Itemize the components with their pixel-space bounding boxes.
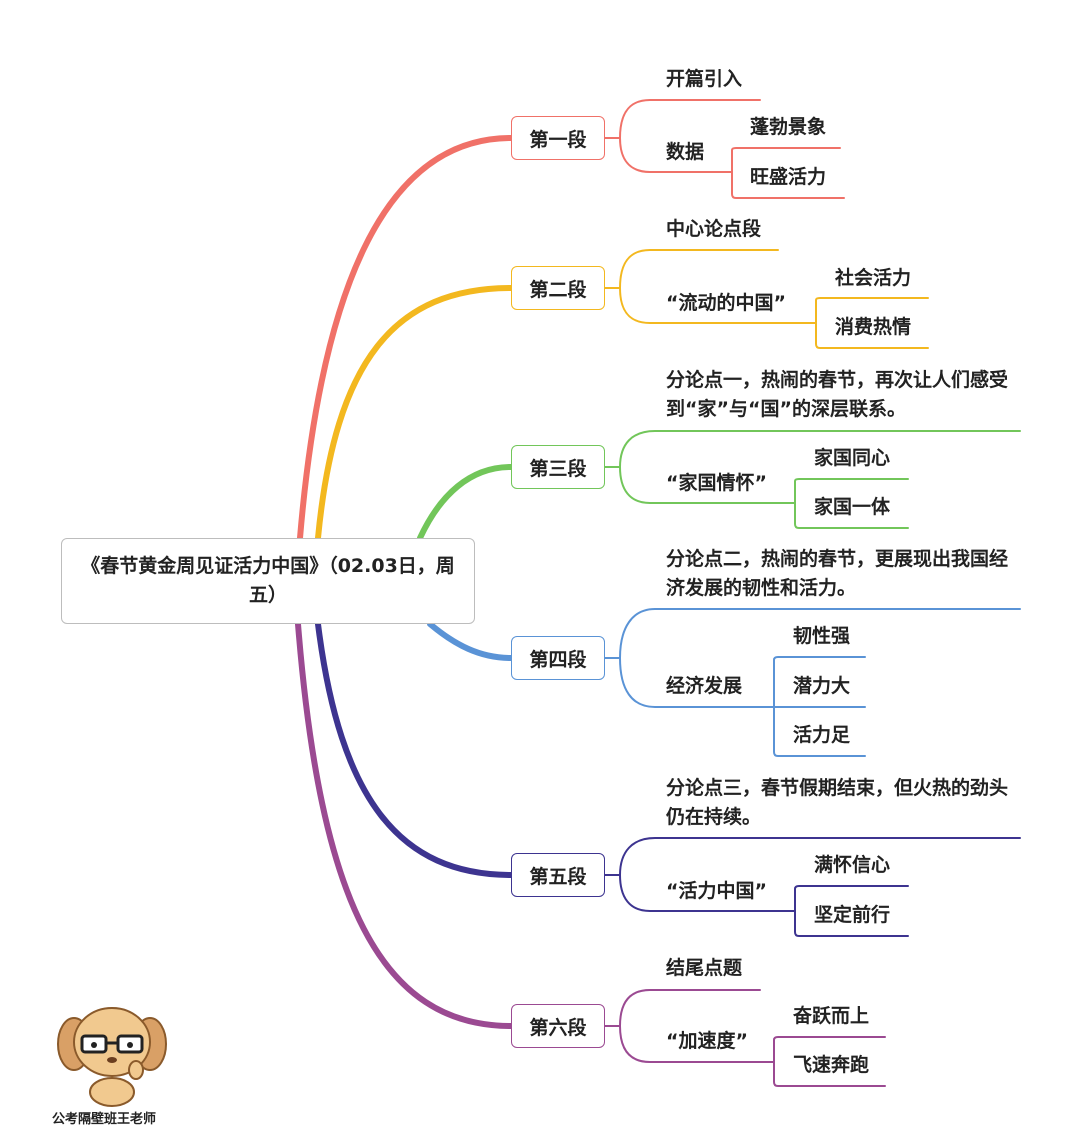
trunk-3: [417, 464, 514, 541]
section-node-6[interactable]: 第六段: [511, 1004, 605, 1048]
trunk-4: [427, 621, 514, 661]
leaf-label[interactable]: 活力足: [793, 724, 851, 746]
leaf-label[interactable]: 坚定前行: [814, 904, 891, 926]
section-node-3[interactable]: 第三段: [511, 445, 605, 489]
root-title: 《春节黄金周见证活力中国》（02.03日，周五）: [81, 555, 455, 606]
section-label: 第一段: [529, 128, 587, 151]
section-label: 第六段: [529, 1016, 587, 1039]
section-node-2[interactable]: 第二段: [511, 266, 605, 310]
section-label: 第二段: [529, 278, 587, 301]
trunk-2: [315, 285, 514, 541]
leaf-label[interactable]: 奋跃而上: [793, 1005, 870, 1027]
sub-label[interactable]: 经济发展: [666, 675, 743, 697]
root-topic[interactable]: 《春节黄金周见证活力中国》（02.03日，周五）: [61, 538, 475, 624]
section-node-1[interactable]: 第一段: [511, 116, 605, 160]
leaf-label[interactable]: 潜力大: [793, 675, 851, 697]
trunk-5: [315, 621, 514, 878]
sub-label[interactable]: “家国情怀”: [666, 472, 767, 494]
leaf-label[interactable]: 社会活力: [835, 267, 912, 289]
leaf-label[interactable]: 家国一体: [814, 496, 891, 518]
point-label[interactable]: 结尾点题: [666, 957, 743, 979]
leaf-label[interactable]: 旺盛活力: [750, 166, 827, 188]
sub-label[interactable]: “活力中国”: [666, 880, 767, 902]
section-node-5[interactable]: 第五段: [511, 853, 605, 897]
point-label[interactable]: 分论点二，热闹的春节，更展现出我国经济发展的韧性和活力。: [666, 548, 1009, 599]
leaf-label[interactable]: 蓬勃景象: [750, 116, 827, 138]
section-label: 第四段: [529, 648, 587, 671]
trunk-6: [295, 621, 514, 1029]
sub-label[interactable]: 数据: [666, 141, 705, 163]
sub-label[interactable]: “流动的中国”: [666, 292, 786, 314]
section-label: 第三段: [529, 457, 587, 480]
point-label[interactable]: 分论点一，热闹的春节，再次让人们感受到“家”与“国”的深层联系。: [666, 369, 1009, 420]
point-label[interactable]: 开篇引入: [666, 68, 743, 90]
author-credit: 公考隔壁班王老师: [52, 1112, 157, 1127]
leaf-label[interactable]: 飞速奔跑: [793, 1054, 870, 1076]
sub-label[interactable]: “加速度”: [666, 1030, 748, 1052]
point-label[interactable]: 分论点三，春节假期结束，但火热的劲头仍在持续。: [666, 777, 1009, 828]
section-node-4[interactable]: 第四段: [511, 636, 605, 680]
leaf-label[interactable]: 消费热情: [835, 316, 912, 338]
leaf-label[interactable]: 满怀信心: [814, 854, 891, 876]
leaf-label[interactable]: 家国同心: [814, 447, 891, 469]
section-label: 第五段: [529, 865, 587, 888]
dog-mascot-icon: [57, 1007, 167, 1107]
point-label[interactable]: 中心论点段: [666, 218, 762, 240]
trunk-1: [297, 135, 514, 541]
leaf-label[interactable]: 韧性强: [793, 625, 851, 647]
